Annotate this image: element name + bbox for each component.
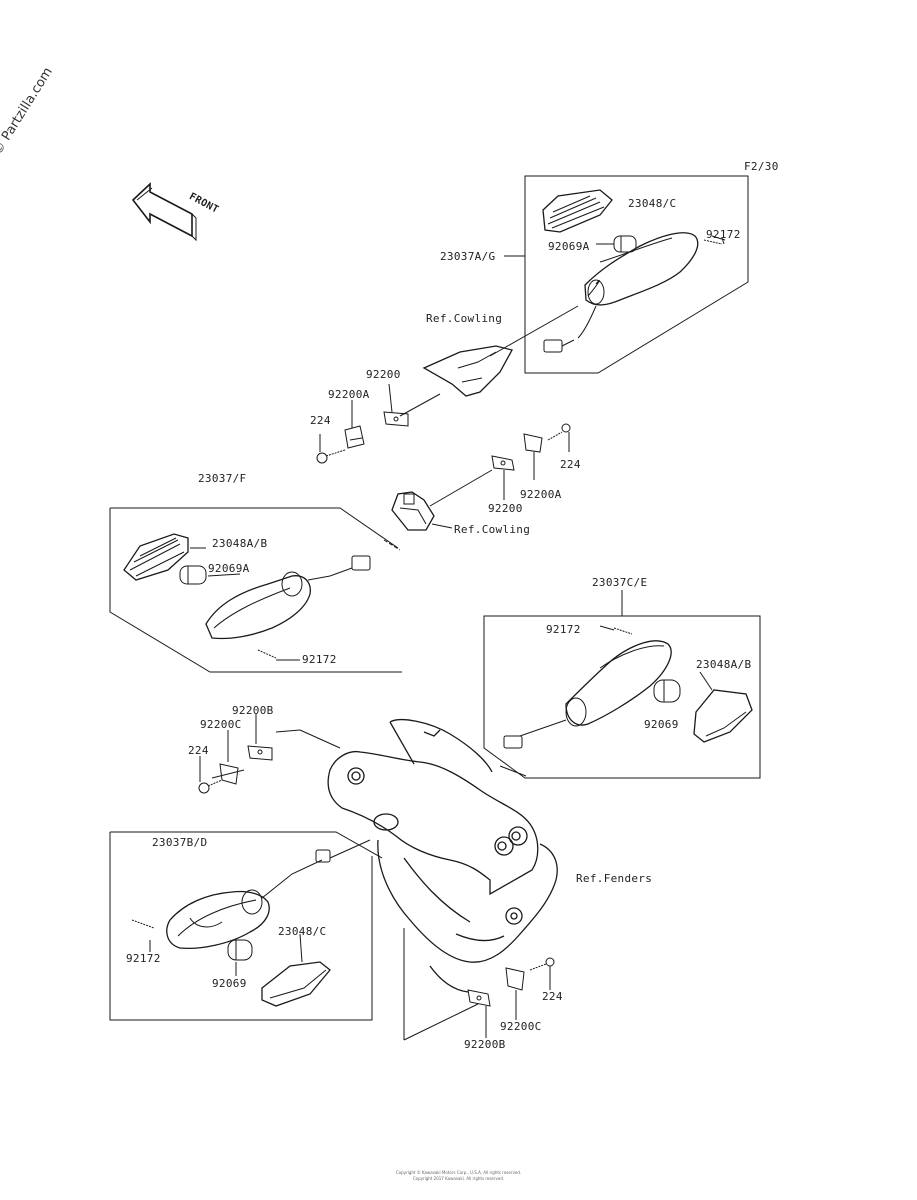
signal-housing-top	[544, 233, 724, 352]
clip-92200C-left	[212, 764, 244, 784]
label-224-top: 224	[310, 414, 331, 427]
lens-23048C-bottom-left	[262, 962, 330, 1006]
signal-housing-right	[504, 628, 671, 748]
bolt-224-top	[317, 450, 345, 463]
footer-line-1: Copyright © Kawasaki Motors Corp., U.S.A…	[395, 1170, 522, 1175]
label-23048C-top: 23048/C	[628, 197, 677, 210]
label-92200A-top: 92200A	[328, 388, 370, 401]
label-92069-bottom-left: 92069	[212, 977, 247, 990]
bulb-92069A-left	[180, 566, 206, 584]
signal-housing-left	[206, 556, 370, 658]
lens-23048C-top	[543, 190, 612, 232]
lens-23048AB-right	[694, 690, 752, 742]
bolt-224-mid	[548, 424, 570, 440]
label-ref-cowling-mid: Ref.Cowling	[454, 523, 531, 536]
signal-housing-bottom-left	[132, 850, 330, 948]
footer-line-2: Copyright 2017 Kawasaki. All rights rese…	[412, 1176, 505, 1181]
label-92200C-left: 92200C	[200, 718, 242, 731]
label-92172-left: 92172	[302, 653, 337, 666]
clip-92200A-top	[345, 426, 364, 448]
plate-92200B-bottom-right	[468, 990, 490, 1006]
cowling-top	[424, 346, 512, 396]
plate-92200B-left	[248, 746, 272, 760]
group-box-23037AG	[525, 176, 748, 373]
label-23037CE: 23037C/E	[592, 576, 648, 589]
label-92200C-bottom-right: 92200C	[500, 1020, 542, 1033]
label-92172-bottom-left: 92172	[126, 952, 161, 965]
plate-92200-mid	[492, 456, 514, 470]
label-92200B-left: 92200B	[232, 704, 274, 717]
label-92172-right: 92172	[546, 623, 581, 636]
group-box-23037BD	[110, 832, 382, 1020]
group-box-23037F	[110, 508, 402, 672]
label-ref-fenders: Ref.Fenders	[576, 872, 653, 885]
label-23037AG: 23037A/G	[440, 250, 496, 263]
group-box-23037CE	[484, 616, 760, 778]
rear-fender	[328, 720, 557, 992]
bolt-224-left	[199, 780, 222, 793]
bulb-92069-right	[654, 680, 680, 702]
label-ref-cowling-top: Ref.Cowling	[426, 312, 503, 325]
label-92069A-left: 92069A	[208, 562, 250, 575]
figure-code: F2/30	[744, 160, 779, 173]
label-224-bottom-right: 224	[542, 990, 563, 1003]
label-92069-right: 92069	[644, 718, 679, 731]
label-92200A-mid: 92200A	[520, 488, 562, 501]
label-92200B-bottom-right: 92200B	[464, 1038, 506, 1051]
label-23048AB-left: 23048A/B	[212, 537, 268, 550]
clip-92200C-bottom-right	[506, 968, 524, 990]
label-224-left: 224	[188, 744, 209, 757]
front-arrow-icon	[133, 184, 196, 240]
label-23037BD: 23037B/D	[152, 836, 208, 849]
label-92069A-top: 92069A	[548, 240, 590, 253]
cowling-mid	[392, 492, 434, 530]
label-92172-top: 92172	[706, 228, 741, 241]
label-23048AB-right: 23048A/B	[696, 658, 752, 671]
lens-23048AB-left	[124, 534, 188, 580]
plate-92200-top	[384, 412, 408, 426]
label-23048C-bottom-left: 23048/C	[278, 925, 327, 938]
leader-92172-top	[712, 236, 725, 240]
bulb-92069-bottom-left	[228, 940, 252, 960]
clip-92200A-mid	[524, 434, 542, 452]
label-224-mid: 224	[560, 458, 581, 471]
label-23037F: 23037/F	[198, 472, 247, 485]
label-92200-top: 92200	[366, 368, 401, 381]
label-92200-mid: 92200	[488, 502, 523, 515]
